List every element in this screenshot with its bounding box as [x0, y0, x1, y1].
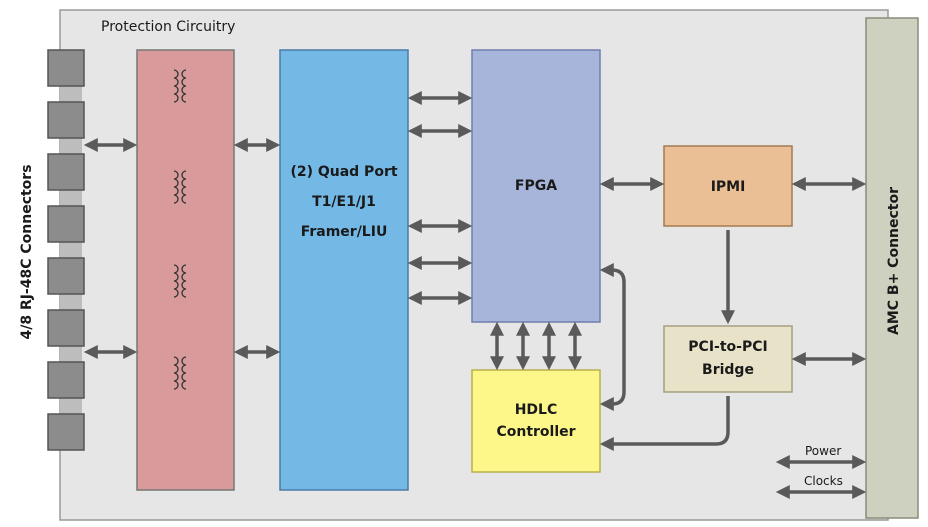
- rj48c-connector: [47, 413, 85, 451]
- transformer-icon: [173, 69, 187, 103]
- arrow-pci-hdlc: [599, 396, 730, 451]
- rj48c-connector: [47, 205, 85, 243]
- framer-label-line3: Framer/LIU: [301, 224, 388, 240]
- rj48c-connectors: [47, 49, 85, 451]
- protection-circuitry-block: [136, 49, 235, 491]
- rj48c-connector: [47, 361, 85, 399]
- clocks-label: Clocks: [804, 474, 843, 488]
- power-label: Power: [805, 444, 841, 458]
- amc-connector: [865, 17, 919, 519]
- hdlc-controller-block: [471, 369, 601, 473]
- pci-bridge-label-line2: Bridge: [702, 362, 754, 378]
- pci-bridge-block: [663, 325, 793, 393]
- framer-label-line1: (2) Quad Port: [290, 164, 397, 180]
- framer-liu-block: [279, 49, 409, 491]
- rj48c-connector: [47, 153, 85, 191]
- fpga-block: [471, 49, 601, 323]
- pci-bridge-label-line1: PCI-to-PCI: [688, 339, 767, 355]
- rj48c-connector: [47, 257, 85, 295]
- rj48c-connector: [47, 309, 85, 347]
- fpga-label: FPGA: [515, 178, 557, 194]
- transformer-icon: [173, 356, 187, 390]
- rj48c-connector: [47, 49, 85, 87]
- framer-label-line2: T1/E1/J1: [312, 194, 376, 210]
- rj48c-connector: [47, 101, 85, 139]
- hdlc-label-line1: HDLC: [515, 402, 558, 418]
- ipmi-label: IPMI: [711, 179, 746, 195]
- arrow-fpga-hdlc-loop: [599, 263, 626, 411]
- amc-connector-label: AMC B+ Connector: [886, 187, 902, 335]
- connection-arrows: [83, 91, 867, 499]
- transformer-icon: [173, 264, 187, 298]
- transformer-icons: [173, 69, 187, 390]
- transformer-icon: [173, 170, 187, 204]
- hdlc-label-line2: Controller: [496, 424, 575, 440]
- connector-strip: [60, 52, 82, 447]
- connectors-label: 4/8 RJ-48C Connectors: [19, 164, 35, 339]
- protection-title: Protection Circuitry: [101, 19, 235, 35]
